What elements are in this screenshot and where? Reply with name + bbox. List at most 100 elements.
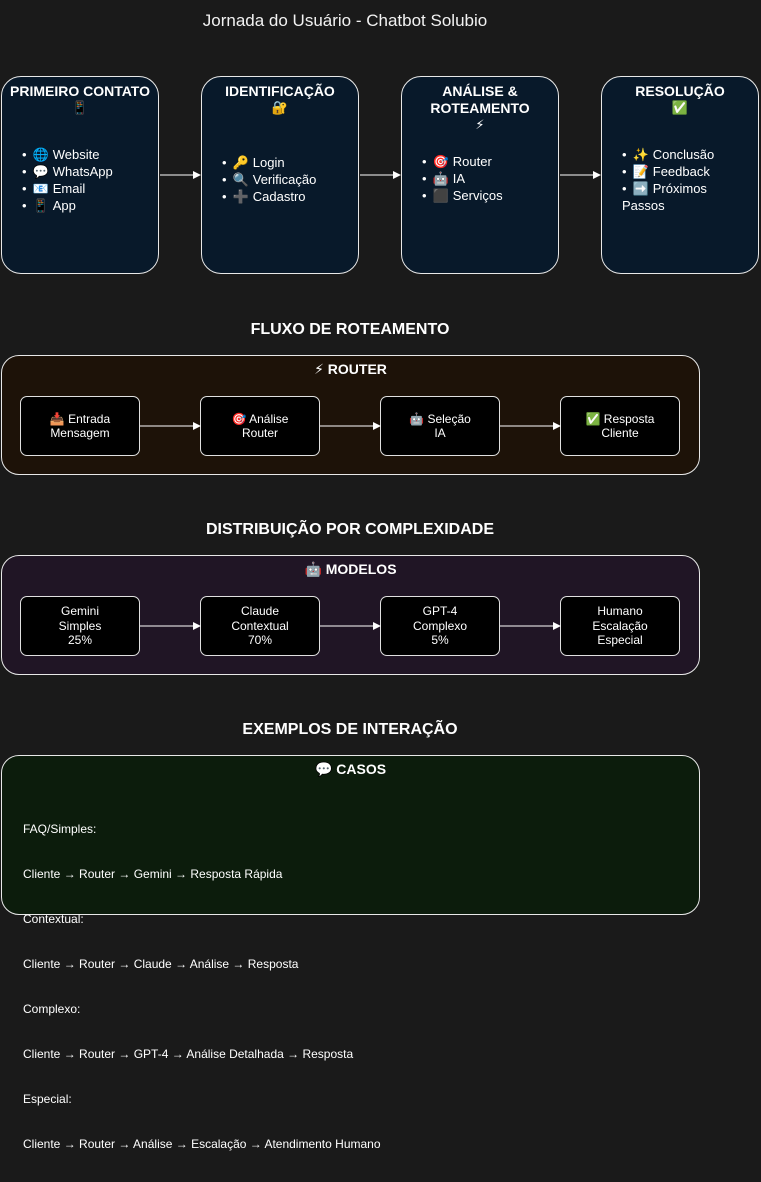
lightning-icon: ⚡ [475,117,485,132]
analysis-list: •🎯Router •🤖IA •⬛Serviços [402,153,558,204]
list-item: •📱App [22,198,76,213]
list-item: •🎯Router [422,154,492,169]
list-item-label: Feedback [652,164,710,179]
case-line: Especial: [23,1092,72,1106]
case-line: Cliente → Router → GPT-4 → Análise Detal… [23,1047,354,1061]
list-item-label: Email [52,181,86,196]
list-item: •🔍Verificação [222,172,317,187]
stage-title-line: RESOLUÇÃO [635,83,725,99]
node-line: Simples [58,618,102,633]
examples-heading: EXEMPLOS DE INTERAÇÃO [242,721,458,738]
globe-icon: 🌐 [32,147,49,162]
lock-icon: 🔐 [271,100,289,115]
node-line: Claude [240,604,280,619]
stage-title: RESOLUÇÃO [602,77,758,100]
node-line: IA [434,426,446,440]
target-icon: 🎯 [432,154,449,169]
stage-primeiro-contato: PRIMEIRO CONTATO 📱 •🌐Website •💬WhatsApp … [1,76,159,274]
connector-arrows [140,171,601,630]
node-line: Gemini [60,604,99,619]
case-line: Cliente → Router → Gemini → Resposta Ráp… [23,867,283,881]
case-line: FAQ/Simples: [23,822,97,836]
node-line: 🎯 Análise [231,411,289,426]
list-item-label: Cadastro [252,189,306,204]
memo-icon: 📝 [632,164,649,179]
models-panel-title: 🤖 MODELOS [304,561,397,577]
speech-bubble-icon: 💬 [32,164,49,179]
list-item: •💬WhatsApp [22,164,113,179]
stage-title-line: ANÁLISE & [442,83,518,99]
channel-list: •🌐Website •💬WhatsApp •📧Email •📱App [2,146,158,214]
list-item: •⬛Serviços [422,188,503,203]
case-line: Cliente → Router → Claude → Análise → Re… [23,957,299,971]
case-line: Complexo: [23,1002,81,1016]
stage-title: ANÁLISE & ROTEAMENTO [402,77,558,117]
stage-title-line: ROTEAMENTO [430,100,530,116]
diagram-title: Jornada do Usuário - Chatbot Solubio [202,11,488,30]
list-item-label: Conclusão [652,147,715,162]
identification-list: •🔑Login •🔍Verificação •➕Cadastro [202,154,358,205]
list-item-label: WhatsApp [52,164,113,179]
node-line: Especial [597,633,643,648]
list-item-label: Website [52,147,100,162]
node-line: ✅ Resposta [585,411,655,426]
node-line: Contextual [231,618,289,633]
node-line: Humano [597,604,643,619]
list-item: •➡️Próximos Passos [622,181,707,213]
phone-icon: 📱 [71,100,89,115]
list-item-label: Login [252,155,285,170]
list-item: •✨Conclusão [622,147,715,162]
resolution-list: •✨Conclusão •📝Feedback •➡️Próximos Passo… [602,146,758,214]
list-item: •🤖IA [422,171,466,186]
stage-title: PRIMEIRO CONTATO [2,77,158,100]
cases-panel-title: 💬 CASOS [314,761,387,777]
key-icon: 🔑 [232,155,249,170]
stage-analise-roteamento: ANÁLISE & ROTEAMENTO ⚡ •🎯Router •🤖IA •⬛S… [401,76,559,274]
node-line: GPT-4 [422,604,458,619]
node-line: 25% [67,633,93,648]
case-line: Cliente → Router → Análise → Escalação →… [23,1137,381,1151]
check-icon: ✅ [671,100,689,115]
list-item: •🔑Login [222,155,285,170]
stage-title-line: PRIMEIRO CONTATO [10,83,150,99]
node-line: 5% [431,633,449,648]
list-item: •🌐Website [22,147,100,162]
list-item: •📧Email [22,181,86,196]
node-line: 📥 Entrada [49,411,111,426]
stage-identificacao: IDENTIFICAÇÃO 🔐 •🔑Login •🔍Verificação •➕… [201,76,359,274]
list-item-label: Próximos Passos [622,181,707,213]
node-line: Complexo [412,618,468,633]
list-item-label: IA [452,171,466,186]
stage-title-line: IDENTIFICAÇÃO [225,83,335,99]
stage-title: IDENTIFICAÇÃO [202,77,358,100]
server-icon: ⬛ [432,188,449,203]
router-panel-title: ⚡ ROUTER [314,361,387,377]
list-item-label: Serviços [452,188,503,203]
plus-icon: ➕ [232,189,249,204]
node-line: Router [241,426,279,440]
sparkles-icon: ✨ [632,147,649,162]
arrow-right-icon: ➡️ [632,181,649,196]
list-item: •➕Cadastro [222,189,306,204]
phone-icon: 📱 [32,198,49,213]
robot-icon: 🤖 [432,171,449,186]
list-item: •📝Feedback [622,164,710,179]
routing-heading: FLUXO DE ROTEAMENTO [250,321,450,338]
email-icon: 📧 [32,181,49,196]
list-item-label: Verificação [252,172,317,187]
magnifier-icon: 🔍 [232,172,249,187]
distribution-heading: DISTRIBUIÇÃO POR COMPLEXIDADE [205,521,494,538]
list-item-label: App [52,198,76,213]
node-line: 70% [247,633,273,648]
node-line: 🤖 Seleção [409,411,471,426]
node-line: Cliente [601,426,639,440]
node-line: Mensagem [50,426,110,440]
node-line: Escalação [592,618,648,633]
